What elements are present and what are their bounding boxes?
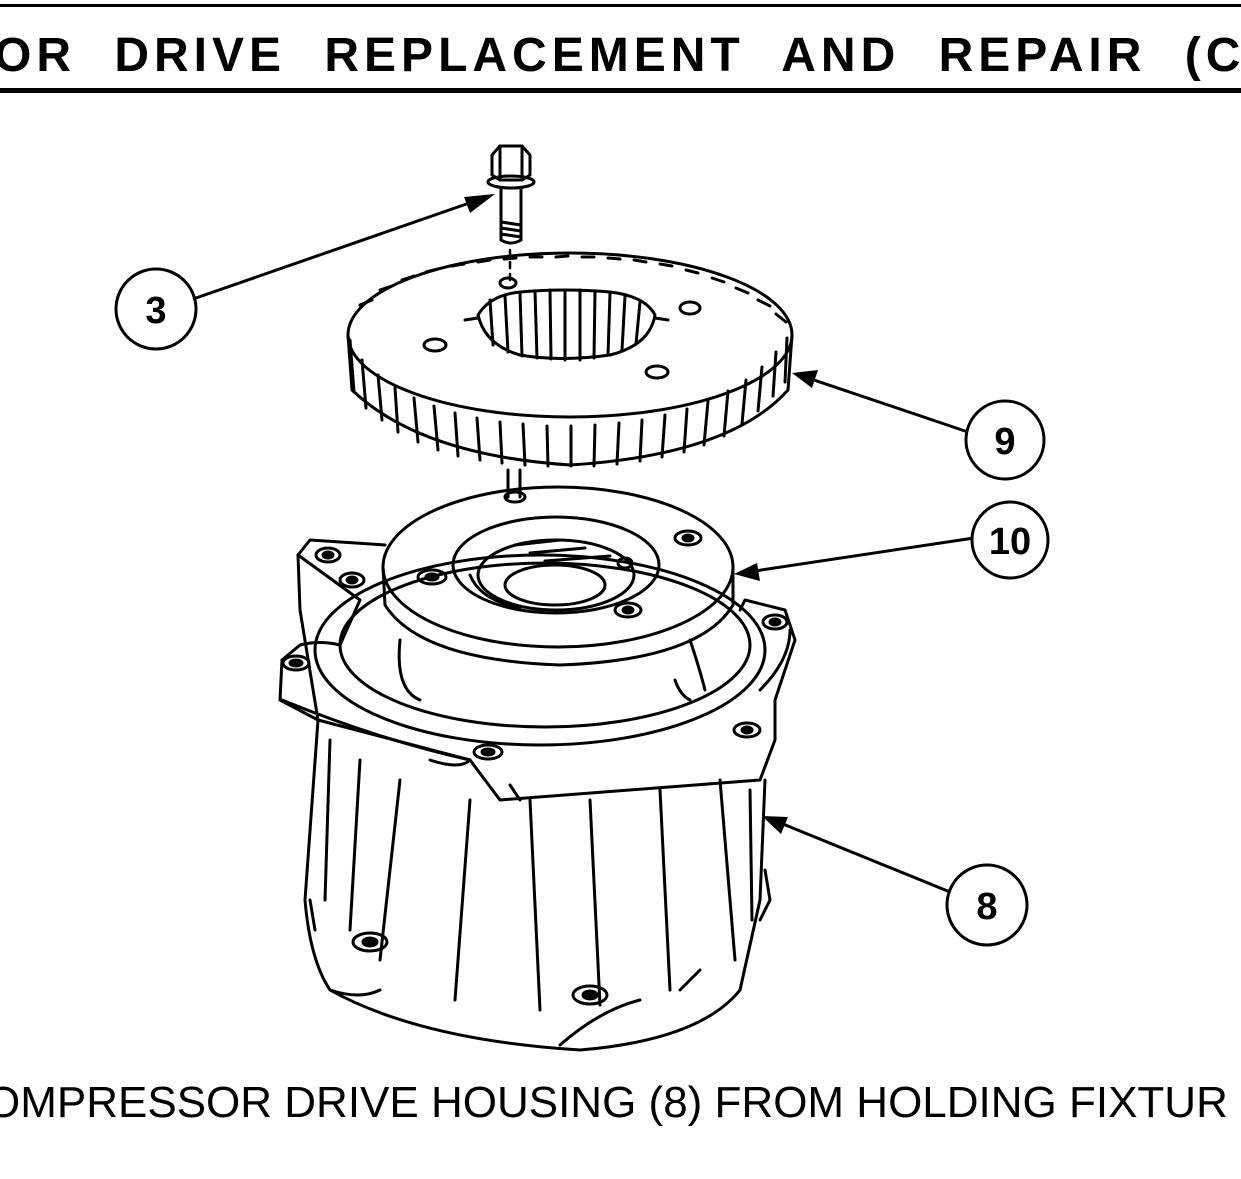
callout-label-3: 3 [145, 290, 166, 332]
screw-icon [486, 144, 536, 287]
housing-icon [278, 538, 797, 1052]
callout-circle-10 [970, 500, 1050, 580]
figure-caption: OMPRESSOR DRIVE HOUSING (8) FROM HOLDING… [0, 1078, 1228, 1127]
callout-circle-9 [964, 399, 1046, 481]
leader-arrowheads [464, 194, 818, 834]
leader-lines [194, 198, 976, 894]
callout-label-8: 8 [976, 886, 997, 928]
callout-label-10: 10 [989, 521, 1031, 563]
callout-label-9: 9 [994, 421, 1015, 463]
exploded-view-illustration: 3 9 10 8 [114, 144, 1050, 1052]
page-heading: OR DRIVE REPLACEMENT AND REPAIR (CO [0, 29, 1241, 82]
header-rule-top [0, 4, 1241, 7]
header-rule-bottom [0, 88, 1241, 93]
callout-circle-8 [945, 863, 1029, 947]
flange-icon [381, 468, 735, 667]
callout-circle-3 [114, 267, 198, 351]
gear-icon [346, 251, 794, 468]
